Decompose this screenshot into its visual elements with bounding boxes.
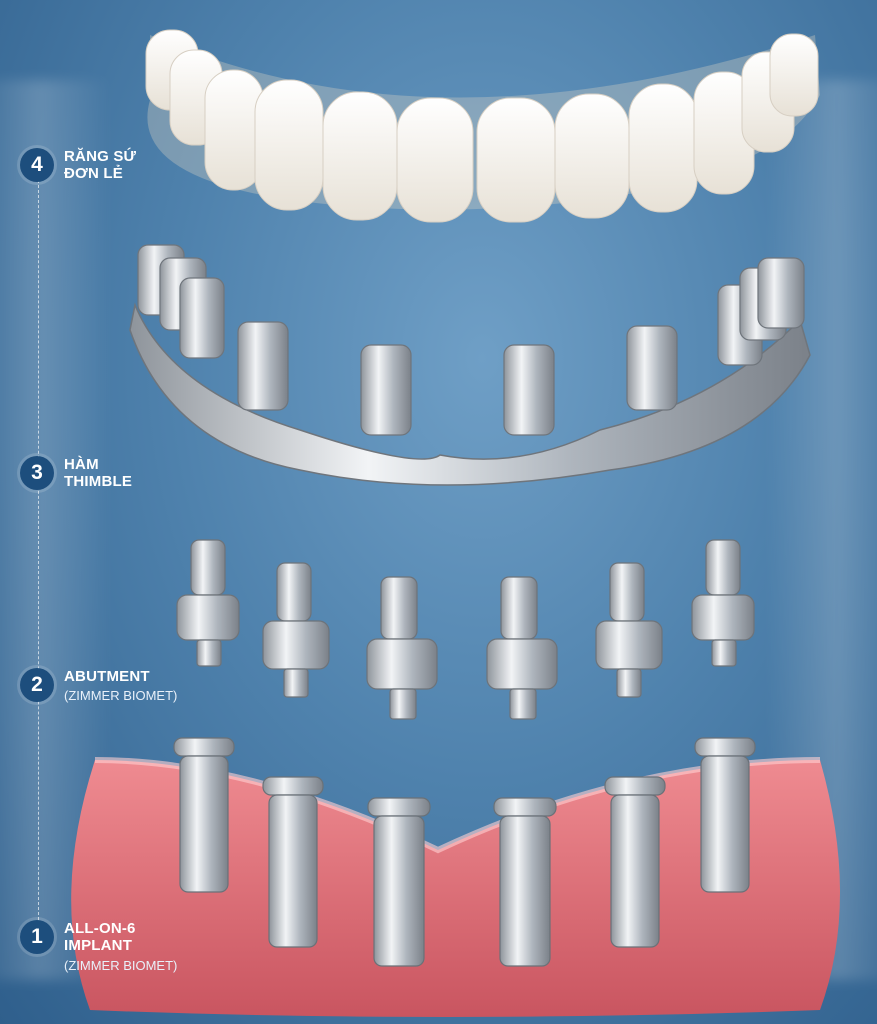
implants <box>173 737 756 967</box>
step-4-labels: RĂNG SỨ ĐƠN LẺ <box>64 148 136 183</box>
step-4-number: 4 <box>20 148 54 182</box>
step-4-title-line-2: ĐƠN LẺ <box>64 165 123 183</box>
step-2: 2 ABUTMENT (ZIMMER BIOMET) <box>20 668 177 704</box>
step-1-labels: ALL-ON-6 IMPLANT (ZIMMER BIOMET) <box>64 920 177 973</box>
thimble-bar <box>129 244 811 486</box>
step-2-labels: ABUTMENT (ZIMMER BIOMET) <box>64 668 177 704</box>
step-4: 4 RĂNG SỨ ĐƠN LẺ <box>20 148 136 183</box>
step-2-subtitle: (ZIMMER BIOMET) <box>64 688 178 704</box>
step-3-title-line-1: HÀM <box>64 456 99 473</box>
step-4-title-line-1: RĂNG SỨ <box>64 148 137 165</box>
step-1-subtitle: (ZIMMER BIOMET) <box>64 957 178 973</box>
step-3-labels: HÀM THIMBLE <box>64 456 132 491</box>
teeth-arch <box>145 29 820 223</box>
step-1-title-line-1: ALL-ON-6 <box>64 920 136 937</box>
step-1-title-line-2: IMPLANT <box>64 937 133 955</box>
step-1-number: 1 <box>20 920 54 954</box>
step-2-number: 2 <box>20 668 54 702</box>
step-1: 1 ALL-ON-6 IMPLANT (ZIMMER BIOMET) <box>20 920 177 973</box>
abutments <box>176 539 755 720</box>
step-3-number: 3 <box>20 456 54 490</box>
dashed-guide-line <box>38 180 39 920</box>
step-3-title-line-2: THIMBLE <box>64 473 133 491</box>
step-3: 3 HÀM THIMBLE <box>20 456 132 491</box>
step-2-title-line-1: ABUTMENT <box>64 668 150 685</box>
